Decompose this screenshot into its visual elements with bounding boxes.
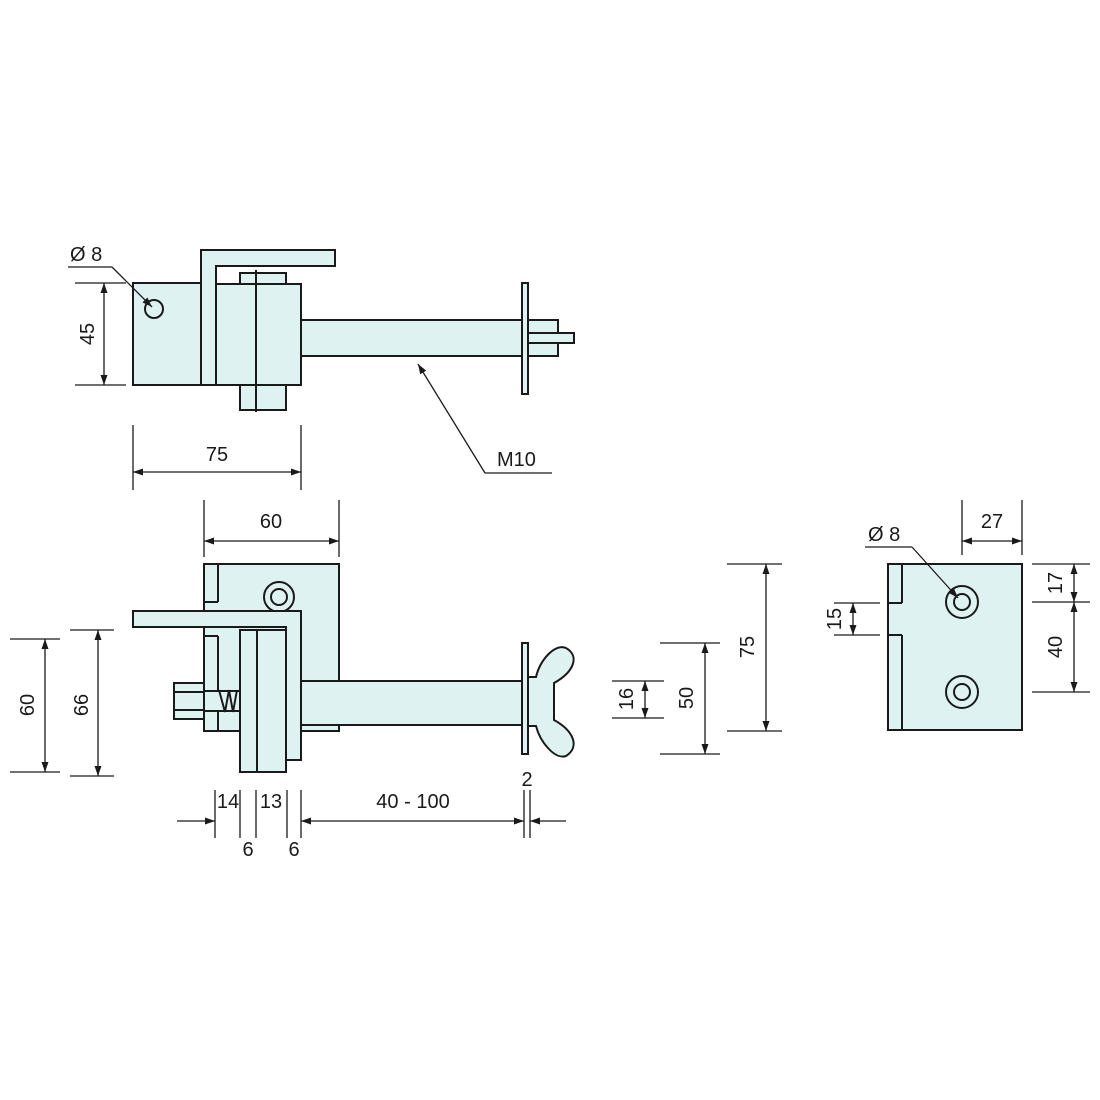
top-view-lower-block (239, 384, 287, 411)
zone-50-label: 50 (676, 687, 698, 709)
front-view-hole-inner (270, 588, 288, 606)
thread-label: M10 (497, 449, 536, 471)
height-60-label: 60 (17, 694, 39, 716)
seg-13-label: 13 (260, 791, 282, 813)
seg-6b-label: 6 (288, 839, 299, 861)
hole-leader-top (111, 266, 153, 308)
side-view-dimensions: 27 Ø 8 17 40 15 (824, 500, 1090, 693)
side-view (887, 563, 1023, 731)
front-view-dimensions: 60 60 66 14 13 6 6 40 - 100 2 16 50 (10, 500, 782, 861)
height-45-label: 45 (77, 323, 99, 345)
front-view-threaded-rod (300, 680, 525, 726)
seg-14-label: 14 (217, 791, 239, 813)
slot-15-label: 15 (824, 608, 846, 630)
front-view-clamp-plate-a (239, 629, 258, 773)
height-66-label: 66 (71, 694, 93, 716)
hole-label-top: Ø 8 (70, 244, 102, 266)
front-view-wing-nut (527, 646, 575, 758)
width-75-label: 75 (206, 444, 228, 466)
thread-leader (417, 363, 486, 474)
front-view-spring (218, 689, 238, 713)
width-27-label: 27 (981, 511, 1003, 533)
nut-16-label: 16 (616, 688, 638, 710)
front-view-hex-nut (173, 682, 205, 720)
side-view-bottom-hole-inner (953, 683, 971, 701)
top-17-label: 17 (1045, 572, 1067, 594)
hole-leader-side (911, 546, 959, 599)
range-label: 40 - 100 (376, 791, 449, 813)
total-75-label: 75 (737, 636, 759, 658)
top-view (132, 249, 575, 412)
top-view-angle-bracket (200, 249, 336, 386)
front-view-clamp-plate-b (256, 629, 287, 773)
seg-6a-label: 6 (242, 839, 253, 861)
top-view-dimensions: 45 75 Ø 8 M10 (68, 244, 552, 490)
spacing-40-label: 40 (1045, 636, 1067, 658)
width-60-label: 60 (260, 511, 282, 533)
top-view-threaded-rod (300, 319, 525, 357)
front-view (132, 563, 575, 773)
washer-label: 2 (521, 769, 532, 791)
top-view-rod-tip (527, 332, 575, 344)
hole-label-side: Ø 8 (868, 524, 900, 546)
